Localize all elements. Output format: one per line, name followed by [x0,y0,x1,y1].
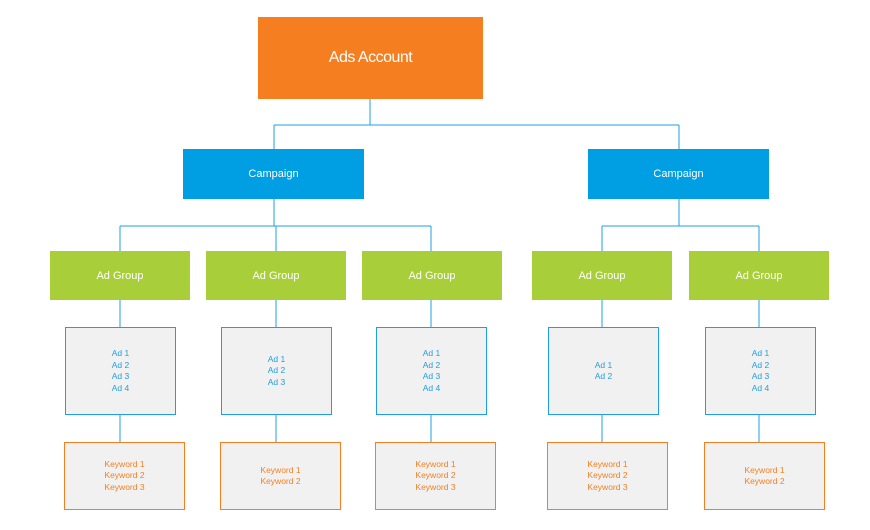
ad-item: Ad 1 [111,348,130,358]
ads-account-node: Ads Account [258,17,483,99]
ad-item: Ad 1 [267,353,286,364]
ad-item: Ad 1 [751,348,770,358]
keyword-item: Keyword 1 [587,458,628,469]
ad-item: Ad 4 [422,382,441,393]
ads-box: Ad 1 Ad 2 Ad 3 Ad 4 [376,327,487,415]
campaign-node: Campaign [588,149,769,199]
keywords-box: Keyword 1 Keyword 2 [220,442,341,510]
ad-group-label: Ad Group [408,269,456,282]
ad-group-label: Ad Group [578,269,626,282]
ad-item: Ad 2 [422,359,441,370]
keyword-item: Keyword 3 [587,481,628,492]
keyword-item: Keyword 1 [744,464,785,475]
ad-item: Ad 3 [111,371,130,381]
ad-group-label: Ad Group [96,269,144,282]
keyword-item: Keyword 2 [415,470,456,481]
ad-group-node: Ad Group [532,251,672,300]
keywords-box: Keyword 1 Keyword 2 [704,442,825,510]
keyword-item: Keyword 3 [415,481,456,492]
keyword-item: Keyword 2 [587,470,628,481]
ad-item: Ad 1 [422,348,441,358]
ad-item: Ad 3 [751,371,770,381]
ad-item: Ad 4 [111,382,130,393]
ad-item: Ad 2 [267,365,286,376]
keywords-box: Keyword 1 Keyword 2 Keyword 3 [375,442,496,510]
ad-group-node: Ad Group [362,251,502,300]
ad-item: Ad 3 [422,371,441,381]
keyword-item: Keyword 1 [260,464,301,475]
ad-item: Ad 2 [751,359,770,370]
keyword-item: Keyword 2 [104,470,145,481]
ad-group-node: Ad Group [689,251,829,300]
ads-box: Ad 1 Ad 2 Ad 3 [221,327,332,415]
ads-box: Ad 1 Ad 2 [548,327,659,415]
keyword-item: Keyword 2 [744,476,785,486]
ad-item: Ad 2 [111,359,130,370]
ad-group-label: Ad Group [735,269,783,282]
ad-group-label: Ad Group [252,269,300,282]
campaign-node: Campaign [183,149,364,199]
ad-item: Ad 4 [751,382,770,393]
keyword-item: Keyword 1 [104,458,145,469]
keywords-box: Keyword 1 Keyword 2 Keyword 3 [64,442,185,510]
ad-item: Ad 1 [594,359,613,370]
ad-group-node: Ad Group [50,251,190,300]
campaign-label: Campaign [653,168,704,180]
ad-group-node: Ad Group [206,251,346,300]
ads-account-label: Ads Account [328,49,413,66]
keyword-item: Keyword 1 [415,458,456,469]
campaign-label: Campaign [248,168,299,180]
keyword-item: Keyword 3 [104,481,145,492]
ads-box: Ad 1 Ad 2 Ad 3 Ad 4 [65,327,176,415]
keyword-item: Keyword 2 [260,476,301,486]
ads-box: Ad 1 Ad 2 Ad 3 Ad 4 [705,327,816,415]
ad-item: Ad 2 [594,371,613,381]
ad-item: Ad 3 [267,376,286,387]
keywords-box: Keyword 1 Keyword 2 Keyword 3 [547,442,668,510]
